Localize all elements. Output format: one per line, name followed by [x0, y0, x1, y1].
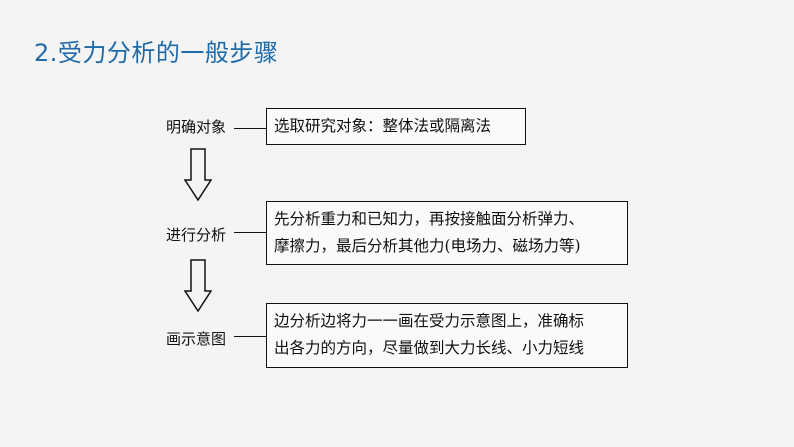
step-label-analyze: 进行分析	[166, 226, 227, 244]
connector-line	[234, 336, 266, 337]
connector-line	[234, 232, 266, 233]
down-arrow-icon	[184, 259, 212, 313]
step-label-draw-diagram: 画示意图	[166, 330, 227, 348]
step-box-identify-object: 选取研究对象：整体法或隔离法	[266, 108, 526, 145]
step-box-analyze: 先分析重力和已知力，再按接触面分析弹力、 摩擦力，最后分析其他力(电场力、磁场力…	[266, 201, 628, 265]
step-box-draw-diagram: 边分析边将力一一画在受力示意图上，准确标 出各力的方向，尽量做到大力长线、小力短…	[266, 303, 628, 368]
step-box-text: 先分析重力和已知力，再按接触面分析弹力、	[274, 210, 585, 228]
connector-line	[234, 128, 266, 129]
step-label-identify-object: 明确对象	[166, 118, 227, 136]
step-box-text: 选取研究对象：整体法或隔离法	[274, 117, 492, 135]
page-title: 2.受力分析的一般步骤	[34, 39, 279, 67]
step-box-text: 出各力的方向，尽量做到大力长线、小力短线	[274, 339, 585, 357]
step-box-text: 边分析边将力一一画在受力示意图上，准确标	[274, 312, 585, 330]
step-box-text: 摩擦力，最后分析其他力(电场力、磁场力等)	[274, 237, 581, 255]
down-arrow-icon	[184, 148, 212, 202]
